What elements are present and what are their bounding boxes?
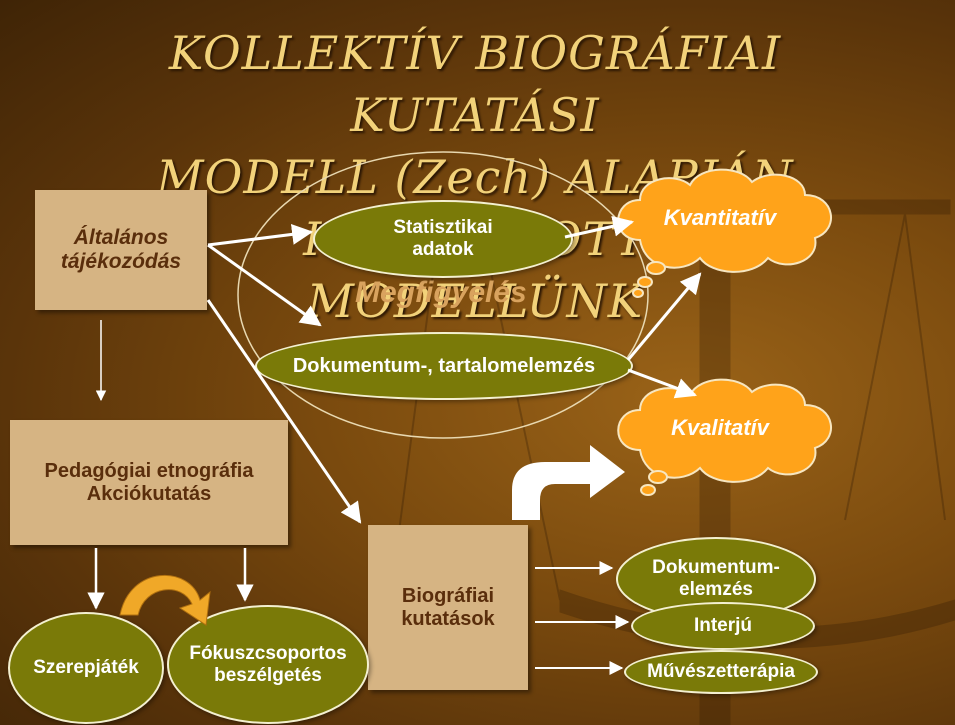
arrow-general-to-document [207,243,322,327]
arrow-general-to-biographical [206,299,362,524]
cloud-quantitative-shape [617,168,832,298]
cloud-quantitative-label: Kvantitatív [663,205,777,230]
arrow-document-to-quantitative [626,272,702,361]
observation-label: Megfigyelés [355,276,527,309]
cloud-qualitative-shape [617,378,832,496]
ellipse-document-content-analysis: Dokumentum-, tartalomelemzés [255,332,633,400]
box-general-orientation: Általános tájékozódás [35,190,207,310]
ellipse-focus-group: Fókuszcsoportos beszélgetés [167,605,369,724]
title-line-1: KOLLEKTÍV BIOGRÁFIAI KUTATÁSI [168,26,782,142]
box-pedagogical-ethnography: Pedagógiai etnográfia Akciókutatás [10,420,288,545]
ellipse-statistical-data: Statisztikai adatok [313,200,573,278]
ellipse-art-therapy: Művészetterápia [624,650,818,694]
arrow-document-to-qualitative [627,368,697,399]
curved-arrow-roleplay-to-focus [119,574,211,626]
ellipse-interview: Interjú [631,602,815,650]
box-biographical-research: Biográfiai kutatások [368,525,528,690]
block-arrow-to-qualitative [512,445,625,520]
ellipse-roleplay: Szerepjáték [8,612,164,724]
arrow-general-to-statistical [207,223,314,247]
arrow-statistical-to-quantitative [564,215,635,239]
cloud-qualitative-label: Kvalitatív [671,415,769,440]
title-line-3: MODELLÜNK [306,274,644,328]
